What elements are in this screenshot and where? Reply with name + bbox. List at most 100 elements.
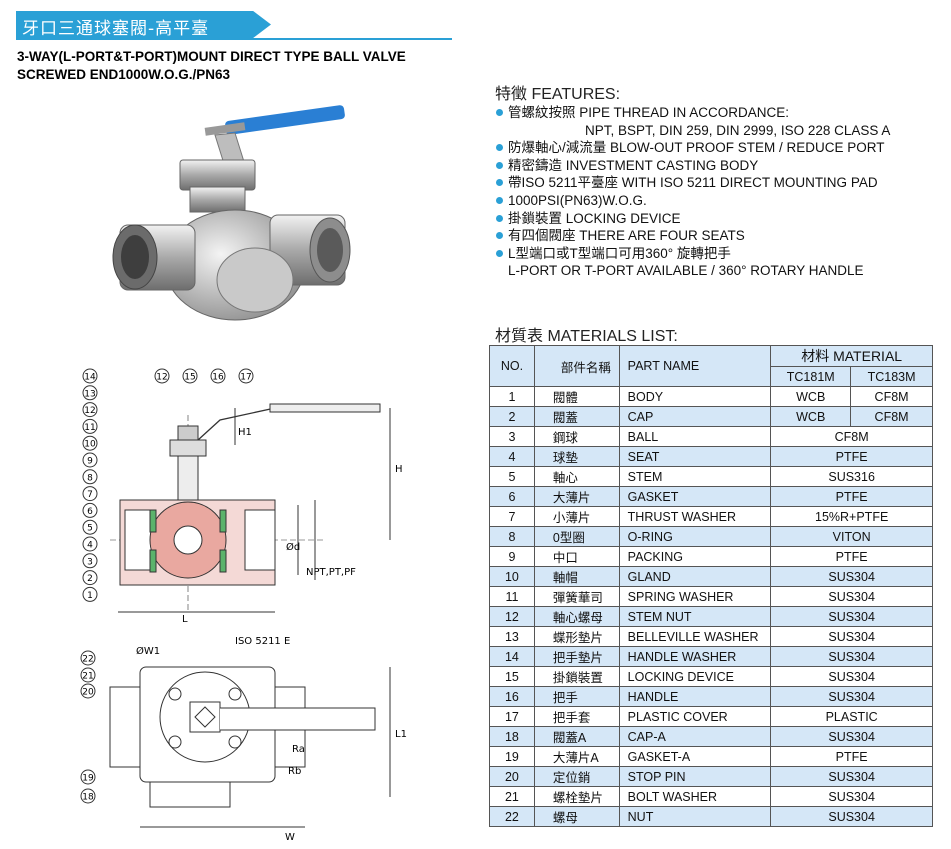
cell-material: SUS304 (770, 566, 933, 587)
bullet-icon (496, 144, 503, 152)
callout-number: 5 (87, 524, 93, 534)
cell-name-zh: 大薄片A (533, 746, 620, 767)
cell-no: 12 (489, 606, 535, 627)
cell-name-en: HANDLE WASHER (618, 646, 772, 667)
cell-name-en: SPRING WASHER (618, 586, 772, 607)
cell-name-en: STEM NUT (618, 606, 772, 627)
cell-no: 13 (489, 626, 535, 647)
cell-no: 21 (489, 786, 535, 807)
cell-name-zh: 小薄片 (533, 506, 620, 527)
title-banner: 牙口三通球塞閥-高平臺 (16, 11, 271, 38)
callout-circle (82, 519, 98, 535)
callout-circle (80, 788, 96, 804)
cell-no: 19 (489, 746, 535, 767)
callout-circle (238, 368, 254, 384)
feature-item: 防爆軸心/減流量 BLOW-OUT PROOF STEM / REDUCE PO… (496, 139, 936, 157)
callout-number: 20 (82, 688, 94, 698)
cell-material: 15%R+PTFE (770, 506, 933, 527)
cell-name-zh: 軸心 (533, 466, 620, 487)
cell-no: 2 (489, 406, 535, 427)
callout-number: 11 (84, 423, 95, 433)
callout-circle (82, 402, 98, 418)
valve-photo (112, 105, 351, 321)
features-list: 管螺紋按照 PIPE THREAD IN ACCORDANCE:NPT, BSP… (496, 104, 936, 280)
bullet-icon (496, 179, 503, 187)
dim-ra: Ra (292, 744, 305, 755)
cell-name-zh: 把手 (533, 686, 620, 707)
cell-name-en: CAP (618, 406, 772, 427)
title-zh: 牙口三通球塞閥-高平臺 (22, 19, 210, 39)
subtitle-line1: 3-WAY(L-PORT&T-PORT)MOUNT DIRECT TYPE BA… (17, 49, 406, 64)
callout-number: 8 (87, 473, 93, 483)
cell-name-en: GASKET (618, 486, 772, 507)
cell-name-zh: 大薄片 (533, 486, 620, 507)
cell-no: 16 (489, 686, 535, 707)
cell-name-en: BELLEVILLE WASHER (618, 626, 772, 647)
dim-phi-d: Ød (286, 541, 300, 553)
dim-iso: ISO 5211 E (235, 636, 290, 647)
feature-item: 精密鑄造 INVESTMENT CASTING BODY (496, 157, 936, 175)
callout-circle (210, 368, 226, 384)
feature-item: 掛鎖裝置 LOCKING DEVICE (496, 210, 936, 228)
cell-material: SUS304 (770, 686, 933, 707)
dim-h1: H1 (238, 427, 252, 438)
cell-name-en: LOCKING DEVICE (618, 666, 772, 687)
cell-no: 22 (489, 806, 535, 827)
cell-no: 6 (489, 486, 535, 507)
cell-name-en: NUT (618, 806, 772, 827)
callout-circle (80, 769, 96, 785)
cell-name-zh: 把手套 (533, 706, 620, 727)
cell-tc181m: WCB (770, 386, 852, 407)
cell-material: SUS304 (770, 766, 933, 787)
cell-material: PLASTIC (770, 706, 933, 727)
callout-circle (80, 683, 96, 699)
cell-name-en: BALL (618, 426, 772, 447)
callout-number: 18 (82, 793, 94, 803)
dim-ow1: ØW1 (136, 645, 160, 657)
features-heading: 特徵 FEATURES: (495, 86, 621, 103)
callout-circle (80, 667, 96, 683)
callout-number: 6 (87, 507, 93, 517)
cell-name-en: SEAT (618, 446, 772, 467)
cell-material: CF8M (770, 426, 933, 447)
bullet-icon (496, 109, 503, 116)
col-tc181m: TC181M (770, 366, 852, 387)
cell-no: 9 (489, 546, 535, 567)
callout-circle (82, 536, 98, 552)
cell-name-zh: 閥蓋A (533, 726, 620, 747)
callout-number: 10 (84, 440, 96, 450)
cell-material: PTFE (770, 446, 933, 467)
col-no: NO. (489, 345, 535, 387)
cell-no: 5 (489, 466, 535, 487)
cell-name-en: PACKING (618, 546, 772, 567)
cell-no: 7 (489, 506, 535, 527)
bullet-icon (496, 196, 503, 204)
callout-circle (82, 586, 98, 602)
callout-number: 2 (87, 574, 93, 584)
cell-tc183m: CF8M (850, 386, 933, 407)
subtitle-line2: SCREWED END1000W.O.G./PN63 (17, 67, 231, 82)
cell-name-zh: 定位銷 (533, 766, 620, 787)
cell-name-en: CAP-A (618, 726, 772, 747)
bullet-icon (496, 161, 503, 169)
cell-name-zh: 螺栓墊片 (533, 786, 620, 807)
cell-material: SUS304 (770, 586, 933, 607)
dim-rb: Rb (288, 766, 301, 777)
callout-circle (154, 368, 170, 384)
